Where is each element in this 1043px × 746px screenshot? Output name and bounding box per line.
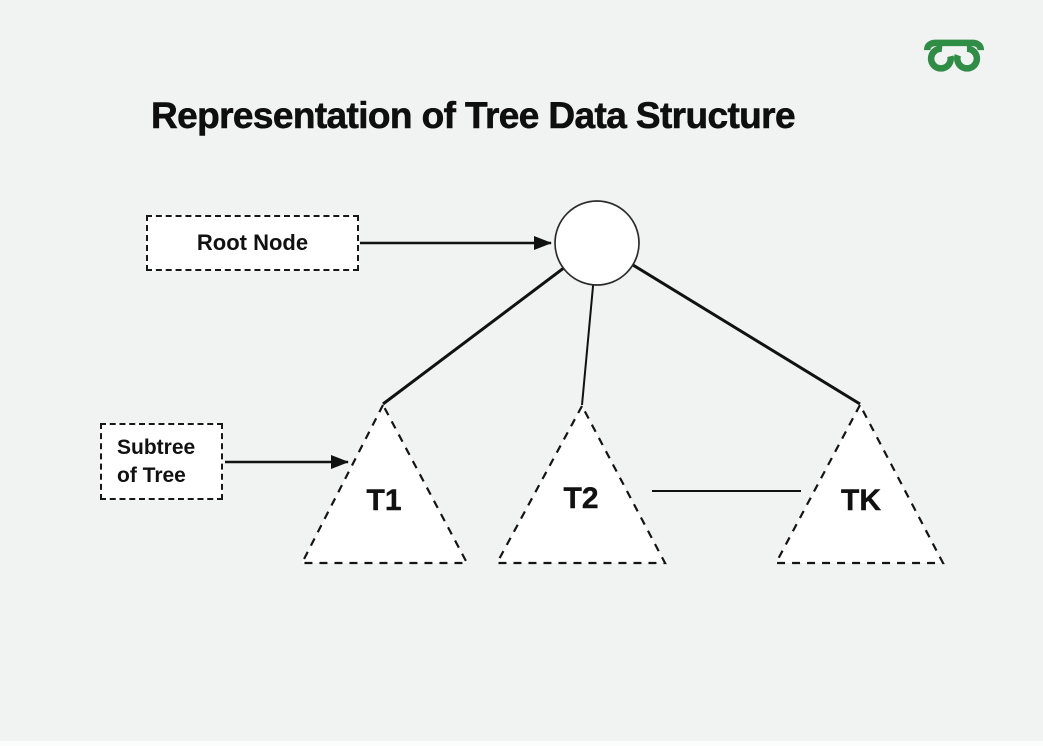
subtree-label-t2: T2 [563,482,599,515]
subtree-label-tk: TK [841,484,881,517]
subtree-label-t1: T1 [366,484,402,517]
subtree-triangle-tk [774,402,945,565]
root-node-callout-label: Root Node [196,230,309,255]
subtree-callout-label: Subtree of Tree [117,435,196,487]
edge-root-to-tk [596,241,861,406]
root-node-callout-box: Root Node [146,215,359,271]
geeksforgeeks-logo-icon [923,39,985,72]
subtree-callout-box: Subtree of Tree [100,423,223,500]
subtree-triangle-t2 [495,403,667,565]
root-node-circle [554,200,640,286]
page-title: Representation of Tree Data Structure [151,95,796,137]
edge-root-to-t1 [382,241,598,406]
subtree-triangle-t1 [300,402,469,565]
bottom-edge-strip [0,741,1043,746]
